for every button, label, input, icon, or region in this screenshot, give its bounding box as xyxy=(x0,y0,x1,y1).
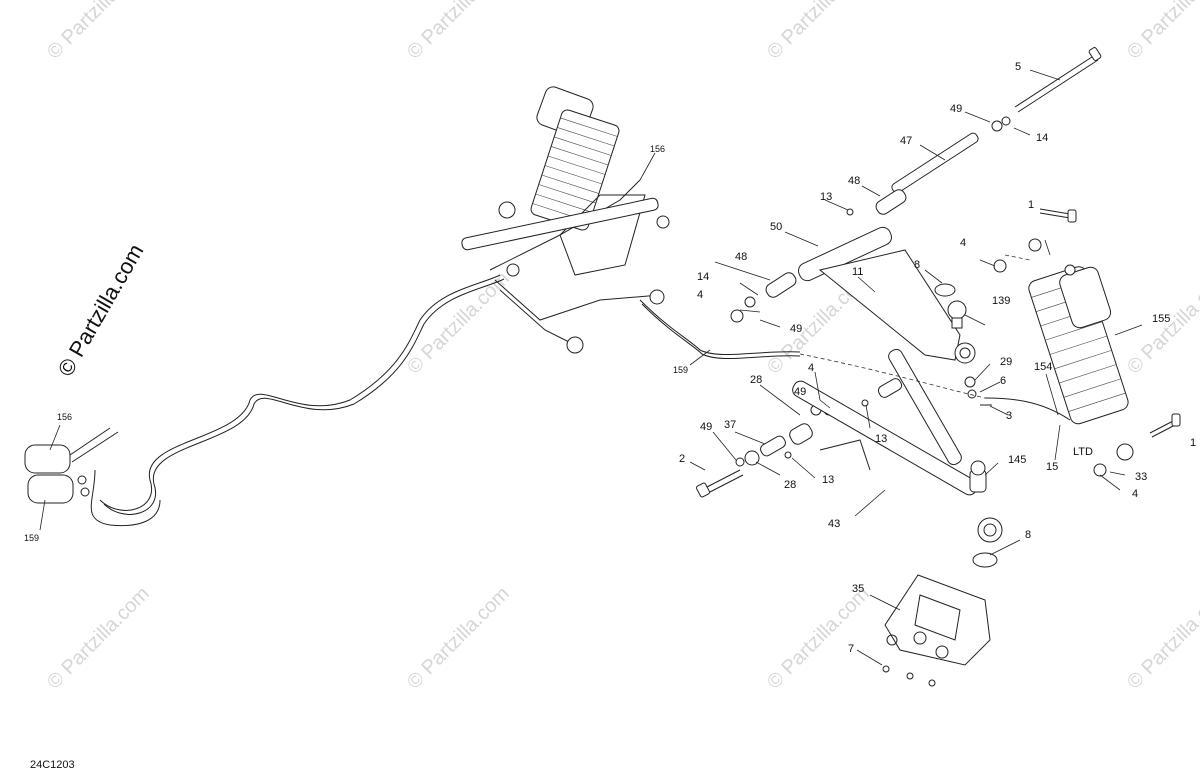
callout-labels: 5 49 14 47 48 13 50 1 4 8 11 48 14 4 49 … xyxy=(24,61,1196,655)
part-48-bushing-lower xyxy=(765,272,797,298)
part-139-ball-joint xyxy=(947,300,967,329)
diagram-code: 24C1203 xyxy=(30,759,75,771)
part-4-nut xyxy=(730,309,744,323)
watermark: © Partzilla.com xyxy=(403,583,514,694)
part-28-spacer-lower xyxy=(744,450,760,466)
watermark: © Partzilla.com xyxy=(43,583,154,694)
part-7-nut xyxy=(906,672,914,680)
hose-assembly xyxy=(90,274,801,527)
callout-28: 28 xyxy=(784,479,796,491)
part-13-grease-fitting xyxy=(861,399,869,407)
callout-35: 35 xyxy=(852,583,864,595)
part-47-tube xyxy=(891,132,979,194)
part-37-bushing xyxy=(760,435,786,457)
watermark: © Partzilla.com xyxy=(763,0,874,64)
callout-4: 4 xyxy=(960,237,966,249)
part-7-nut xyxy=(882,665,890,673)
remote-reservoir xyxy=(24,427,119,504)
part-48-bushing-upper xyxy=(875,189,907,215)
part-6-nut xyxy=(967,389,977,399)
callout-159: 159 xyxy=(673,365,688,375)
part-8-circlip-upper xyxy=(934,283,956,297)
callout-155: 155 xyxy=(1152,313,1170,325)
part-7-nut xyxy=(928,679,936,687)
callout-1: 1 xyxy=(1028,199,1034,211)
callout-50: 50 xyxy=(770,221,782,233)
part-28-spacer-upper xyxy=(789,423,813,445)
callout-8: 8 xyxy=(1025,529,1031,541)
part-13-grease-fitting xyxy=(846,208,854,216)
watermark-layer: © Partzilla.com © Partzilla.com © Partzi… xyxy=(43,0,1200,694)
callout-15: 15 xyxy=(1046,461,1058,473)
callout-4: 4 xyxy=(808,362,814,374)
callout-49: 49 xyxy=(950,103,962,115)
callout-14: 14 xyxy=(1036,132,1048,144)
callout-37: 37 xyxy=(724,419,736,431)
callout-1: 1 xyxy=(1190,437,1196,449)
callout-154: 154 xyxy=(1034,361,1052,373)
callout-5: 5 xyxy=(1015,61,1021,73)
callout-13: 13 xyxy=(820,191,832,203)
part-4-nut xyxy=(993,259,1007,273)
part-154-hose xyxy=(984,397,1071,421)
callout-6: 6 xyxy=(1000,375,1006,387)
part-4-nut xyxy=(1093,463,1107,477)
part-8-circlip-lower xyxy=(972,552,998,568)
part-49-washer xyxy=(744,296,756,308)
callout-159: 159 xyxy=(24,533,39,543)
callout-29: 29 xyxy=(1000,356,1012,368)
part-50-upper-a-arm xyxy=(798,226,976,364)
callout-13: 13 xyxy=(875,433,887,445)
part-14-nut xyxy=(1001,116,1011,126)
part-35-skid-plate xyxy=(884,574,991,666)
callout-4: 4 xyxy=(697,289,703,301)
watermark: © Partzilla.com xyxy=(43,0,154,64)
callout-145: 145 xyxy=(1008,454,1026,466)
callout-139: 139 xyxy=(992,295,1010,307)
part-49-washer xyxy=(991,120,1003,132)
callout-48: 48 xyxy=(735,251,747,263)
callout-13: 13 xyxy=(822,474,834,486)
part-155-shock xyxy=(1028,238,1134,461)
watermark: © Partzilla.com xyxy=(1123,0,1200,64)
part-2-bolt xyxy=(695,469,744,498)
frame-and-arms xyxy=(461,179,670,354)
watermark: © Partzilla.com xyxy=(1123,583,1200,694)
callout-47: 47 xyxy=(900,135,912,147)
callout-156: 156 xyxy=(57,412,72,422)
callout-2: 2 xyxy=(679,453,685,465)
callout-33: 33 xyxy=(1135,471,1147,483)
callout-7: 7 xyxy=(848,643,854,655)
callout-49: 49 xyxy=(700,421,712,433)
watermark: © Partzilla.com xyxy=(763,583,874,694)
part-49-washer xyxy=(735,457,745,467)
watermark-main: © Partzilla.com xyxy=(53,240,149,381)
part-29-washer xyxy=(964,376,976,388)
callout-ltd: LTD xyxy=(1073,446,1093,458)
callout-156: 156 xyxy=(650,144,665,154)
hose-routing-dashed xyxy=(799,353,986,399)
callout-8: 8 xyxy=(914,259,920,271)
shock-mount-dashed xyxy=(1004,254,1031,261)
watermark: © Partzilla.com xyxy=(403,0,514,64)
callout-49: 49 xyxy=(790,323,802,335)
callout-3: 3 xyxy=(1006,410,1012,422)
callout-28: 28 xyxy=(750,374,762,386)
callout-48: 48 xyxy=(848,175,860,187)
part-43-lower-a-arm xyxy=(792,348,1003,543)
part-145-ball-joint xyxy=(969,460,987,493)
part-13-grease-fitting xyxy=(784,451,792,459)
part-5-bolt xyxy=(1014,47,1102,113)
leader-lines xyxy=(39,69,1143,666)
watermark: © Partzilla.com xyxy=(403,268,514,379)
callout-11: 11 xyxy=(852,266,863,278)
callout-14: 14 xyxy=(697,271,709,283)
callout-49: 49 xyxy=(794,386,806,398)
part-1-bolt-lower xyxy=(1149,413,1181,438)
part-1-bolt-upper xyxy=(1039,208,1077,223)
front-shock-installed xyxy=(498,86,620,231)
callout-43: 43 xyxy=(828,518,840,530)
callout-4: 4 xyxy=(1132,488,1138,500)
